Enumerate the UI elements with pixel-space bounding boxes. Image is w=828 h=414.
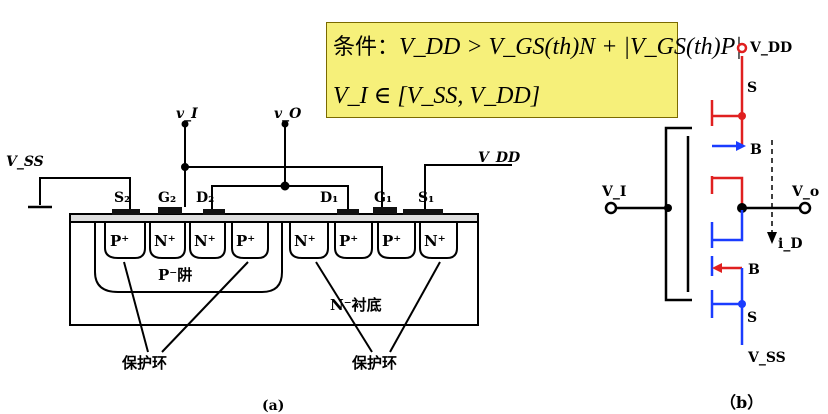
diffusion-8 xyxy=(419,222,458,259)
label-d2: D₂ xyxy=(196,190,214,206)
condition-line-1: 条件：V_DD > V_GS(th)N + |V_GS(th)P| xyxy=(333,29,742,61)
label-s1: S₁ xyxy=(418,190,434,206)
vdd-terminal xyxy=(736,42,748,54)
label-vi-b: V_I xyxy=(601,184,626,200)
label-vi-a: v_I xyxy=(176,106,198,122)
label-guard-ring-1: 保护环 xyxy=(121,354,167,372)
region-label: P⁺ xyxy=(236,232,255,250)
label-vss-a: V_SS xyxy=(6,154,44,170)
drain-bus xyxy=(211,185,349,209)
caption-a: (a) xyxy=(262,398,284,414)
diffusion-2 xyxy=(149,222,186,259)
label-vo-b: V_o xyxy=(791,184,819,200)
nmos-body-arrowhead xyxy=(712,263,722,273)
gate-bar xyxy=(664,126,692,302)
condition-box: 条件：V_DD > V_GS(th)N + |V_GS(th)P| V_I ∈ … xyxy=(326,22,742,118)
contact-g1 xyxy=(373,207,397,214)
region-label: N⁺ xyxy=(154,232,176,250)
pmos-drain xyxy=(712,176,744,206)
label-b-bot: B xyxy=(748,262,760,278)
label-b-top: B xyxy=(750,142,762,158)
cross-section xyxy=(28,120,512,353)
guard-arrow-3 xyxy=(315,261,373,353)
contact-d1 xyxy=(337,209,359,215)
nmos-drain xyxy=(712,210,744,242)
vi-terminal xyxy=(181,120,189,128)
pmos-body-arrowhead xyxy=(736,141,746,151)
condition-inequality: V_DD > V_GS(th)N + |V_GS(th)P| xyxy=(399,34,742,60)
condition-label: 条件： xyxy=(333,35,400,60)
diffusion-1 xyxy=(104,222,146,259)
diffusion-5 xyxy=(289,222,329,259)
condition-line-2: V_I ∈ [V_SS, V_DD] xyxy=(333,83,541,109)
label-s2: S₂ xyxy=(114,190,130,206)
label-vo-a: v_O xyxy=(274,106,302,122)
region-label: P⁺ xyxy=(382,232,401,250)
guard-arrow-4 xyxy=(389,261,441,353)
output-terminal xyxy=(798,201,812,215)
label-d1: D₁ xyxy=(320,190,338,206)
contact-g2 xyxy=(158,207,182,214)
guard-arrow-1 xyxy=(123,261,149,353)
label-n-substrate: N⁻衬底 xyxy=(330,296,382,314)
guard-arrow-2 xyxy=(161,261,249,353)
contact-s1 xyxy=(403,209,443,215)
p-well-outline xyxy=(94,222,283,293)
input-terminal xyxy=(604,201,618,215)
region-label: P⁺ xyxy=(339,232,358,250)
label-vdd-b: V_DD xyxy=(749,40,792,56)
vo-junction xyxy=(280,181,290,191)
diffusion-7 xyxy=(377,222,416,259)
region-label: N⁺ xyxy=(424,232,446,250)
oxide-layer xyxy=(69,213,479,223)
label-vdd-a: V_DD xyxy=(478,150,521,166)
label-s-bot: S xyxy=(747,310,757,326)
label-guard-ring-2: 保护环 xyxy=(351,354,397,372)
vi-junction xyxy=(181,163,189,171)
vo-terminal xyxy=(281,120,289,128)
region-label: N⁺ xyxy=(294,232,316,250)
current-arrowhead xyxy=(767,232,777,244)
diffusion-4 xyxy=(231,222,269,259)
diffusion-3 xyxy=(189,222,226,259)
region-label: N⁺ xyxy=(194,232,216,250)
gate-bus xyxy=(185,166,383,207)
label-p-well: P⁻阱 xyxy=(158,266,192,284)
contact-s2 xyxy=(112,209,140,215)
cmos-schematic xyxy=(604,42,812,345)
contact-d2 xyxy=(203,209,225,215)
region-label: P⁺ xyxy=(110,232,129,250)
label-id: i_D xyxy=(778,236,802,252)
diffusion-6 xyxy=(334,222,373,259)
diffusion-labels: P⁺ N⁺ N⁺ P⁺ N⁺ P⁺ P⁺ N⁺ xyxy=(110,232,446,250)
vss-wire xyxy=(39,177,131,209)
vdd-wire xyxy=(424,164,512,209)
label-s-top: S xyxy=(747,80,757,96)
label-vss-b: V_SS xyxy=(747,350,786,366)
label-g1: G₁ xyxy=(374,190,392,206)
label-g2: G₂ xyxy=(158,190,176,206)
n-substrate-outline xyxy=(69,222,479,326)
caption-b: （b） xyxy=(720,393,763,412)
